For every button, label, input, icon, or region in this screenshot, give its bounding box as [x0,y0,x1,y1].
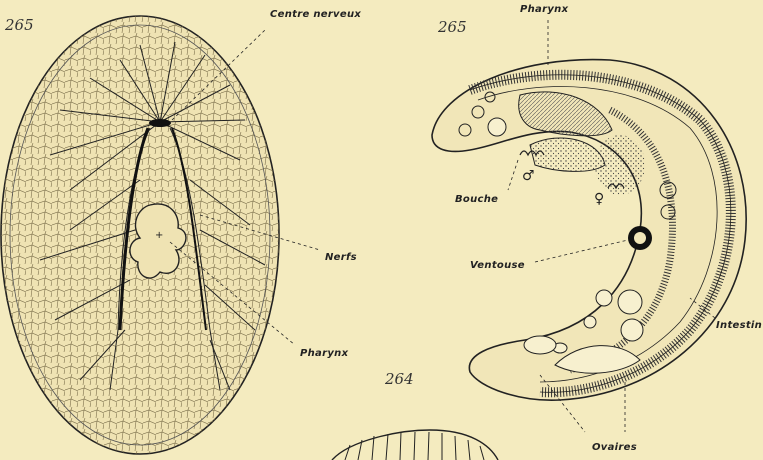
label-centre-nerveux: Centre nerveux [270,9,361,20]
female-symbol: ♀ [594,191,604,207]
label-nerfs: Nerfs [325,252,357,263]
label-pharynx-left: Pharynx [300,348,348,359]
label-intestin: Intestin [716,320,762,331]
figure-number-left: 265 [5,16,34,34]
figure-number-right: 265 [438,18,467,36]
figure-number-bottom: 264 [385,370,414,388]
label-bouche: Bouche [455,194,498,205]
label-ventouse: Ventouse [470,260,525,271]
left-specimen: + [0,0,320,460]
right-specimen [432,20,746,432]
male-symbol: ♂ [522,168,535,184]
bottom-specimen [332,430,498,460]
svg-text:+: + [155,230,163,241]
nerve-centre [149,119,171,127]
label-ovaires: Ovaires [592,442,637,453]
label-pharynx-right: Pharynx [520,4,568,15]
